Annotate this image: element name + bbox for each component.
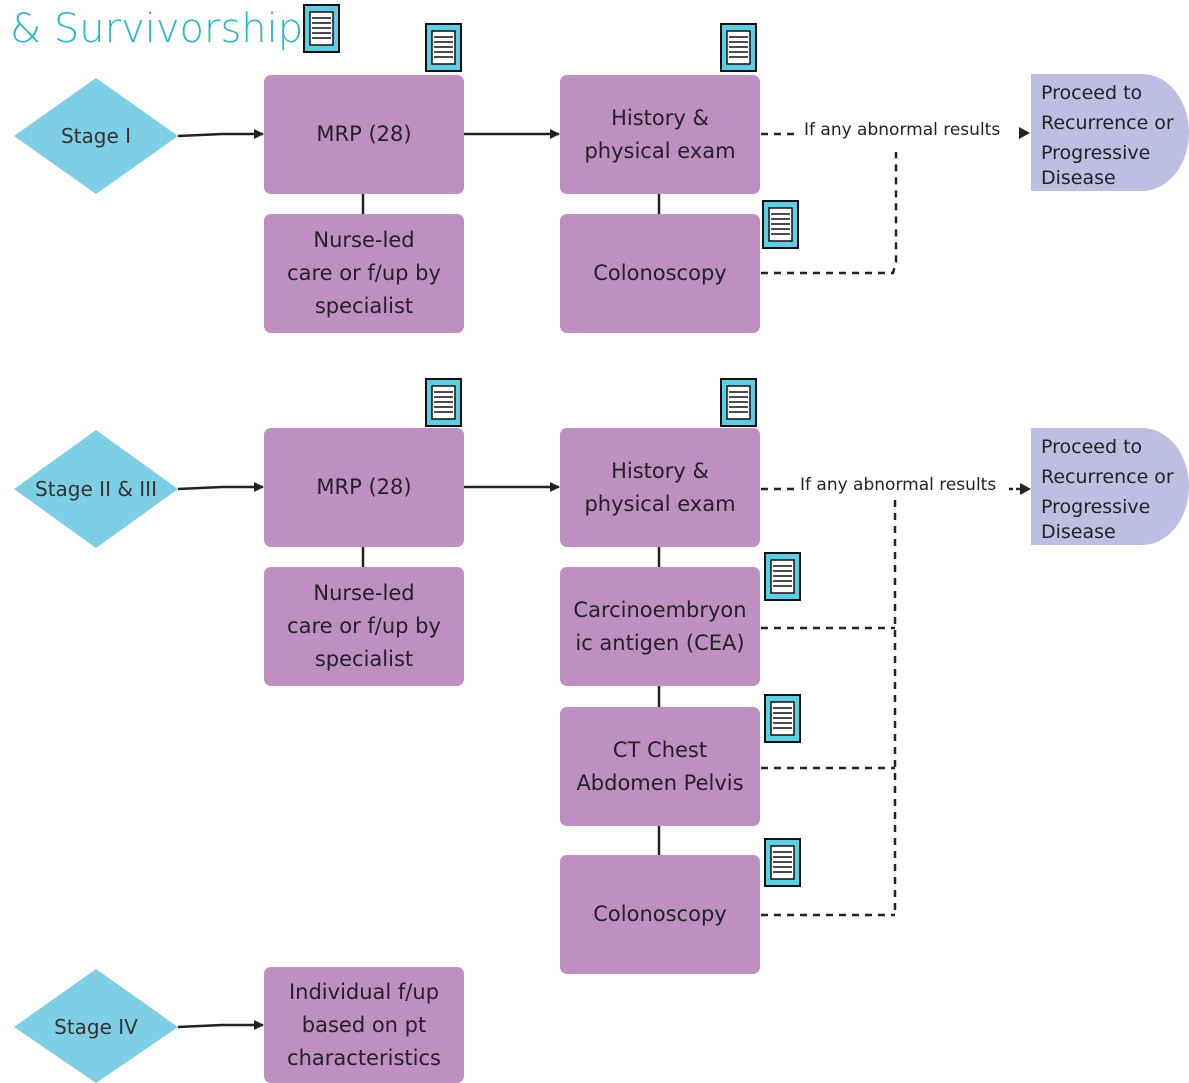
stage-ii-iii-outcome-line-4: Disease [1041, 521, 1116, 543]
document-icon[interactable] [764, 838, 801, 887]
stage-ii-iii-ct-line-1: CT Chest [612, 737, 708, 762]
document-icon[interactable] [764, 694, 801, 743]
stage-ii-iii-outcome-line-3: Progressive [1041, 496, 1151, 518]
document-icon[interactable] [762, 200, 799, 249]
stage-i-to-mrp-arrow [177, 129, 264, 139]
stage-iv-to-individual-arrow [177, 1020, 264, 1030]
stage-i-nurse-line-1: Nurse-led [313, 228, 415, 252]
stage-iv-individual-box[interactable]: Individual f/up based on pt characterist… [264, 967, 464, 1083]
document-icon[interactable] [425, 23, 462, 72]
stage-i-nurse-line-2: care or f/up by [287, 261, 441, 285]
stage-i-nurse-line-3: specialist [314, 294, 414, 318]
stage-i-outcome-line-3: Progressive [1041, 142, 1151, 164]
stage-iv-individual-line-2: based on pt [301, 1012, 427, 1037]
stage-ii-iii-to-mrp-arrow [177, 482, 264, 492]
document-icon[interactable] [425, 378, 462, 427]
page-title: & Survivorship [10, 6, 303, 52]
stage-i-mrp-box[interactable]: MRP (28) [264, 75, 464, 194]
stage-i-outcome-line-2: Recurrence or [1041, 112, 1174, 134]
stage-i-nurse-box[interactable]: Nurse-led care or f/up by specialist [264, 214, 464, 333]
stage-ii-iii-abnormal-note: If any abnormal results [798, 475, 999, 495]
stage-ii-iii-history-box[interactable]: History & physical exam [560, 428, 760, 547]
stage-ii-iii-history-line-1: History & [611, 458, 709, 483]
stage-ii-iii-outcome-box[interactable]: Proceed to Recurrence or Progressive Dis… [1031, 428, 1189, 545]
stage-iv-diamond [14, 969, 178, 1083]
stage-ii-iii-diamond [14, 430, 178, 548]
stage-i-colonoscopy-feedback-dash [761, 152, 898, 275]
stage-ii-iii-outcome-line-2: Recurrence or [1041, 466, 1174, 488]
stage-i-outcome-line-1: Proceed to [1041, 82, 1143, 104]
stage-ii-iii-abnormal-arrowhead [1020, 483, 1031, 495]
stage-ii-iii-outcome-line-1: Proceed to [1041, 436, 1143, 458]
stage-i-history-line-2: physical exam [584, 138, 736, 163]
stage-i-history-box[interactable]: History & physical exam [560, 75, 760, 194]
stage-ii-iii-mrp-text: MRP (28) [316, 475, 412, 499]
stage-i-outcome-box[interactable]: Proceed to Recurrence or Progressive Dis… [1031, 74, 1189, 191]
document-icon[interactable] [303, 4, 340, 53]
stage-i-mrp-text: MRP (28) [316, 122, 412, 146]
stage-ii-iii-ct-box[interactable]: CT Chest Abdomen Pelvis [560, 707, 760, 826]
stage-iv-individual-line-1: Individual f/up [288, 979, 440, 1004]
stage-ii-iii-cea-line-2: ic antigen (CEA) [575, 630, 745, 655]
stage-ii-iii-nurse-box[interactable]: Nurse-led care or f/up by specialist [264, 567, 464, 686]
stage-ii-iii-nurse-line-2: care or f/up by [287, 614, 441, 638]
page-title-text: & Survivorship [10, 6, 304, 52]
stage-i-diamond [14, 78, 178, 194]
stage-iv-label: Stage IV [54, 1015, 138, 1039]
stage-ii-iii-ct-line-2: Abdomen Pelvis [576, 770, 744, 795]
stage-i-colonoscopy-text: Colonoscopy [593, 261, 727, 285]
stage-i-colonoscopy-box[interactable]: Colonoscopy [560, 214, 760, 333]
document-icon[interactable] [764, 552, 801, 601]
document-icon[interactable] [720, 23, 757, 72]
stage-ii-iii-mrp-box[interactable]: MRP (28) [264, 428, 464, 547]
stage-i-abnormal-note: If any abnormal results [802, 120, 1003, 140]
stage-ii-iii-cea-box[interactable]: Carcinoembryon ic antigen (CEA) [560, 567, 760, 686]
document-icon[interactable] [720, 378, 757, 427]
stage-ii-iii-colonoscopy-box[interactable]: Colonoscopy [560, 855, 760, 974]
stage-ii-iii-label: Stage II & III [35, 477, 157, 501]
stage-i-label: Stage I [60, 124, 132, 148]
stage-ii-iii-history-line-2: physical exam [584, 491, 736, 516]
stage-i-outcome-line-4: Disease [1041, 167, 1116, 189]
stage-ii-iii-colonoscopy-text: Colonoscopy [593, 902, 727, 926]
stage-i-abnormal-arrowhead [1019, 127, 1030, 139]
stage-i-history-line-1: History & [611, 105, 709, 130]
stage-ii-iii-nurse-line-3: specialist [314, 647, 414, 671]
stage-iv-individual-line-3: characteristics [287, 1045, 441, 1070]
stage-ii-iii-cea-line-1: Carcinoembryon [573, 597, 747, 622]
stage-ii-iii-nurse-line-1: Nurse-led [313, 581, 415, 605]
